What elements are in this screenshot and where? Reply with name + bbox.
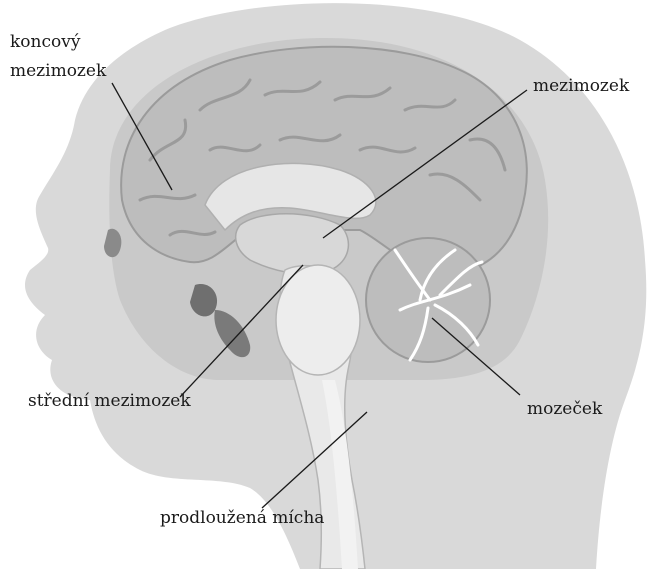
label-telencephalon-line2: mezimozek xyxy=(10,60,106,82)
label-telencephalon-line1: koncový xyxy=(10,31,80,53)
pons xyxy=(276,265,360,375)
label-diencephalon: mezimozek xyxy=(533,75,629,97)
label-midbrain: střední mezimozek xyxy=(28,390,191,412)
label-medulla: prodloužená mícha xyxy=(160,507,324,529)
label-cerebellum: mozeček xyxy=(527,398,602,420)
